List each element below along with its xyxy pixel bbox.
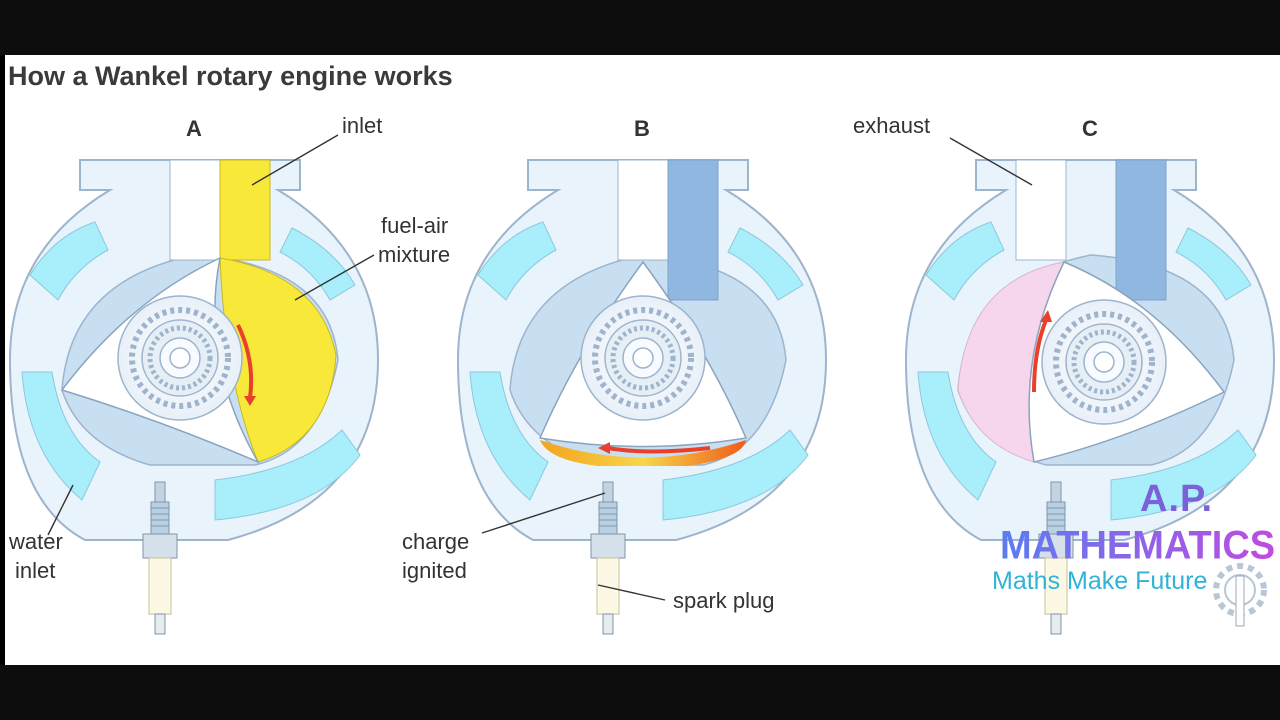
label-inlet: inlet bbox=[342, 113, 383, 138]
watermark-tagline: Maths Make Future bbox=[992, 567, 1208, 595]
letterbox-bottom bbox=[0, 665, 1280, 720]
label-charge-line2: ignited bbox=[402, 558, 467, 583]
panel-b bbox=[456, 159, 828, 635]
label-water-line1: water bbox=[9, 529, 63, 554]
watermark-initials: A.P. bbox=[1140, 478, 1214, 520]
label-water-line2: inlet bbox=[15, 558, 56, 583]
page-title: How a Wankel rotary engine works bbox=[8, 61, 453, 91]
label-exhaust: exhaust bbox=[853, 113, 931, 138]
panel-b-letter: B bbox=[634, 116, 650, 141]
panel-a-letter: A bbox=[186, 116, 202, 141]
letterbox-top bbox=[0, 0, 1280, 55]
panel-c bbox=[904, 159, 1276, 635]
panel-a bbox=[8, 159, 380, 635]
label-fuel-air-line1: fuel-air bbox=[381, 213, 449, 238]
panel-c-letter: C bbox=[1082, 116, 1098, 141]
label-spark-plug: spark plug bbox=[673, 588, 775, 613]
label-fuel-air-line2: mixture bbox=[378, 242, 451, 267]
label-charge-line1: charge bbox=[402, 529, 470, 554]
watermark-brand: MATHEMATICS bbox=[1000, 523, 1276, 569]
